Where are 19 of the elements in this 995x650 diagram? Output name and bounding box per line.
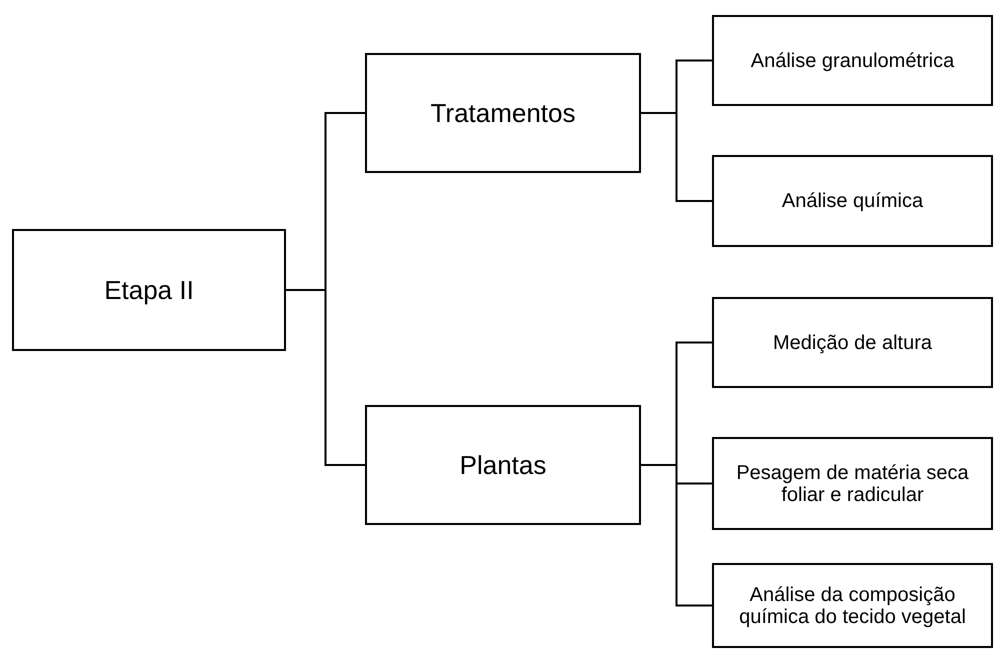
box-label: Análise da composição química do tecido vegetal bbox=[738, 584, 967, 628]
box-label: Análise granulométrica bbox=[750, 50, 954, 72]
process-box bbox=[712, 155, 993, 247]
box-label: Pesagem de matéria seca foliar e radicular bbox=[735, 462, 970, 506]
process-box bbox=[712, 297, 993, 388]
process-box bbox=[712, 437, 993, 530]
process-box bbox=[12, 229, 286, 351]
connector-line bbox=[286, 289, 365, 466]
connector-line bbox=[641, 112, 712, 202]
box-label: Tratamentos bbox=[430, 98, 576, 128]
process-box bbox=[365, 53, 641, 173]
box-label: Análise química bbox=[782, 190, 924, 212]
process-box bbox=[712, 563, 993, 648]
box-label: Etapa II bbox=[104, 276, 194, 304]
process-box bbox=[712, 15, 993, 106]
connector-line bbox=[641, 464, 712, 606]
process-box bbox=[365, 405, 641, 525]
box-label: Medição de altura bbox=[773, 332, 932, 354]
box-label: Plantas bbox=[460, 450, 546, 480]
